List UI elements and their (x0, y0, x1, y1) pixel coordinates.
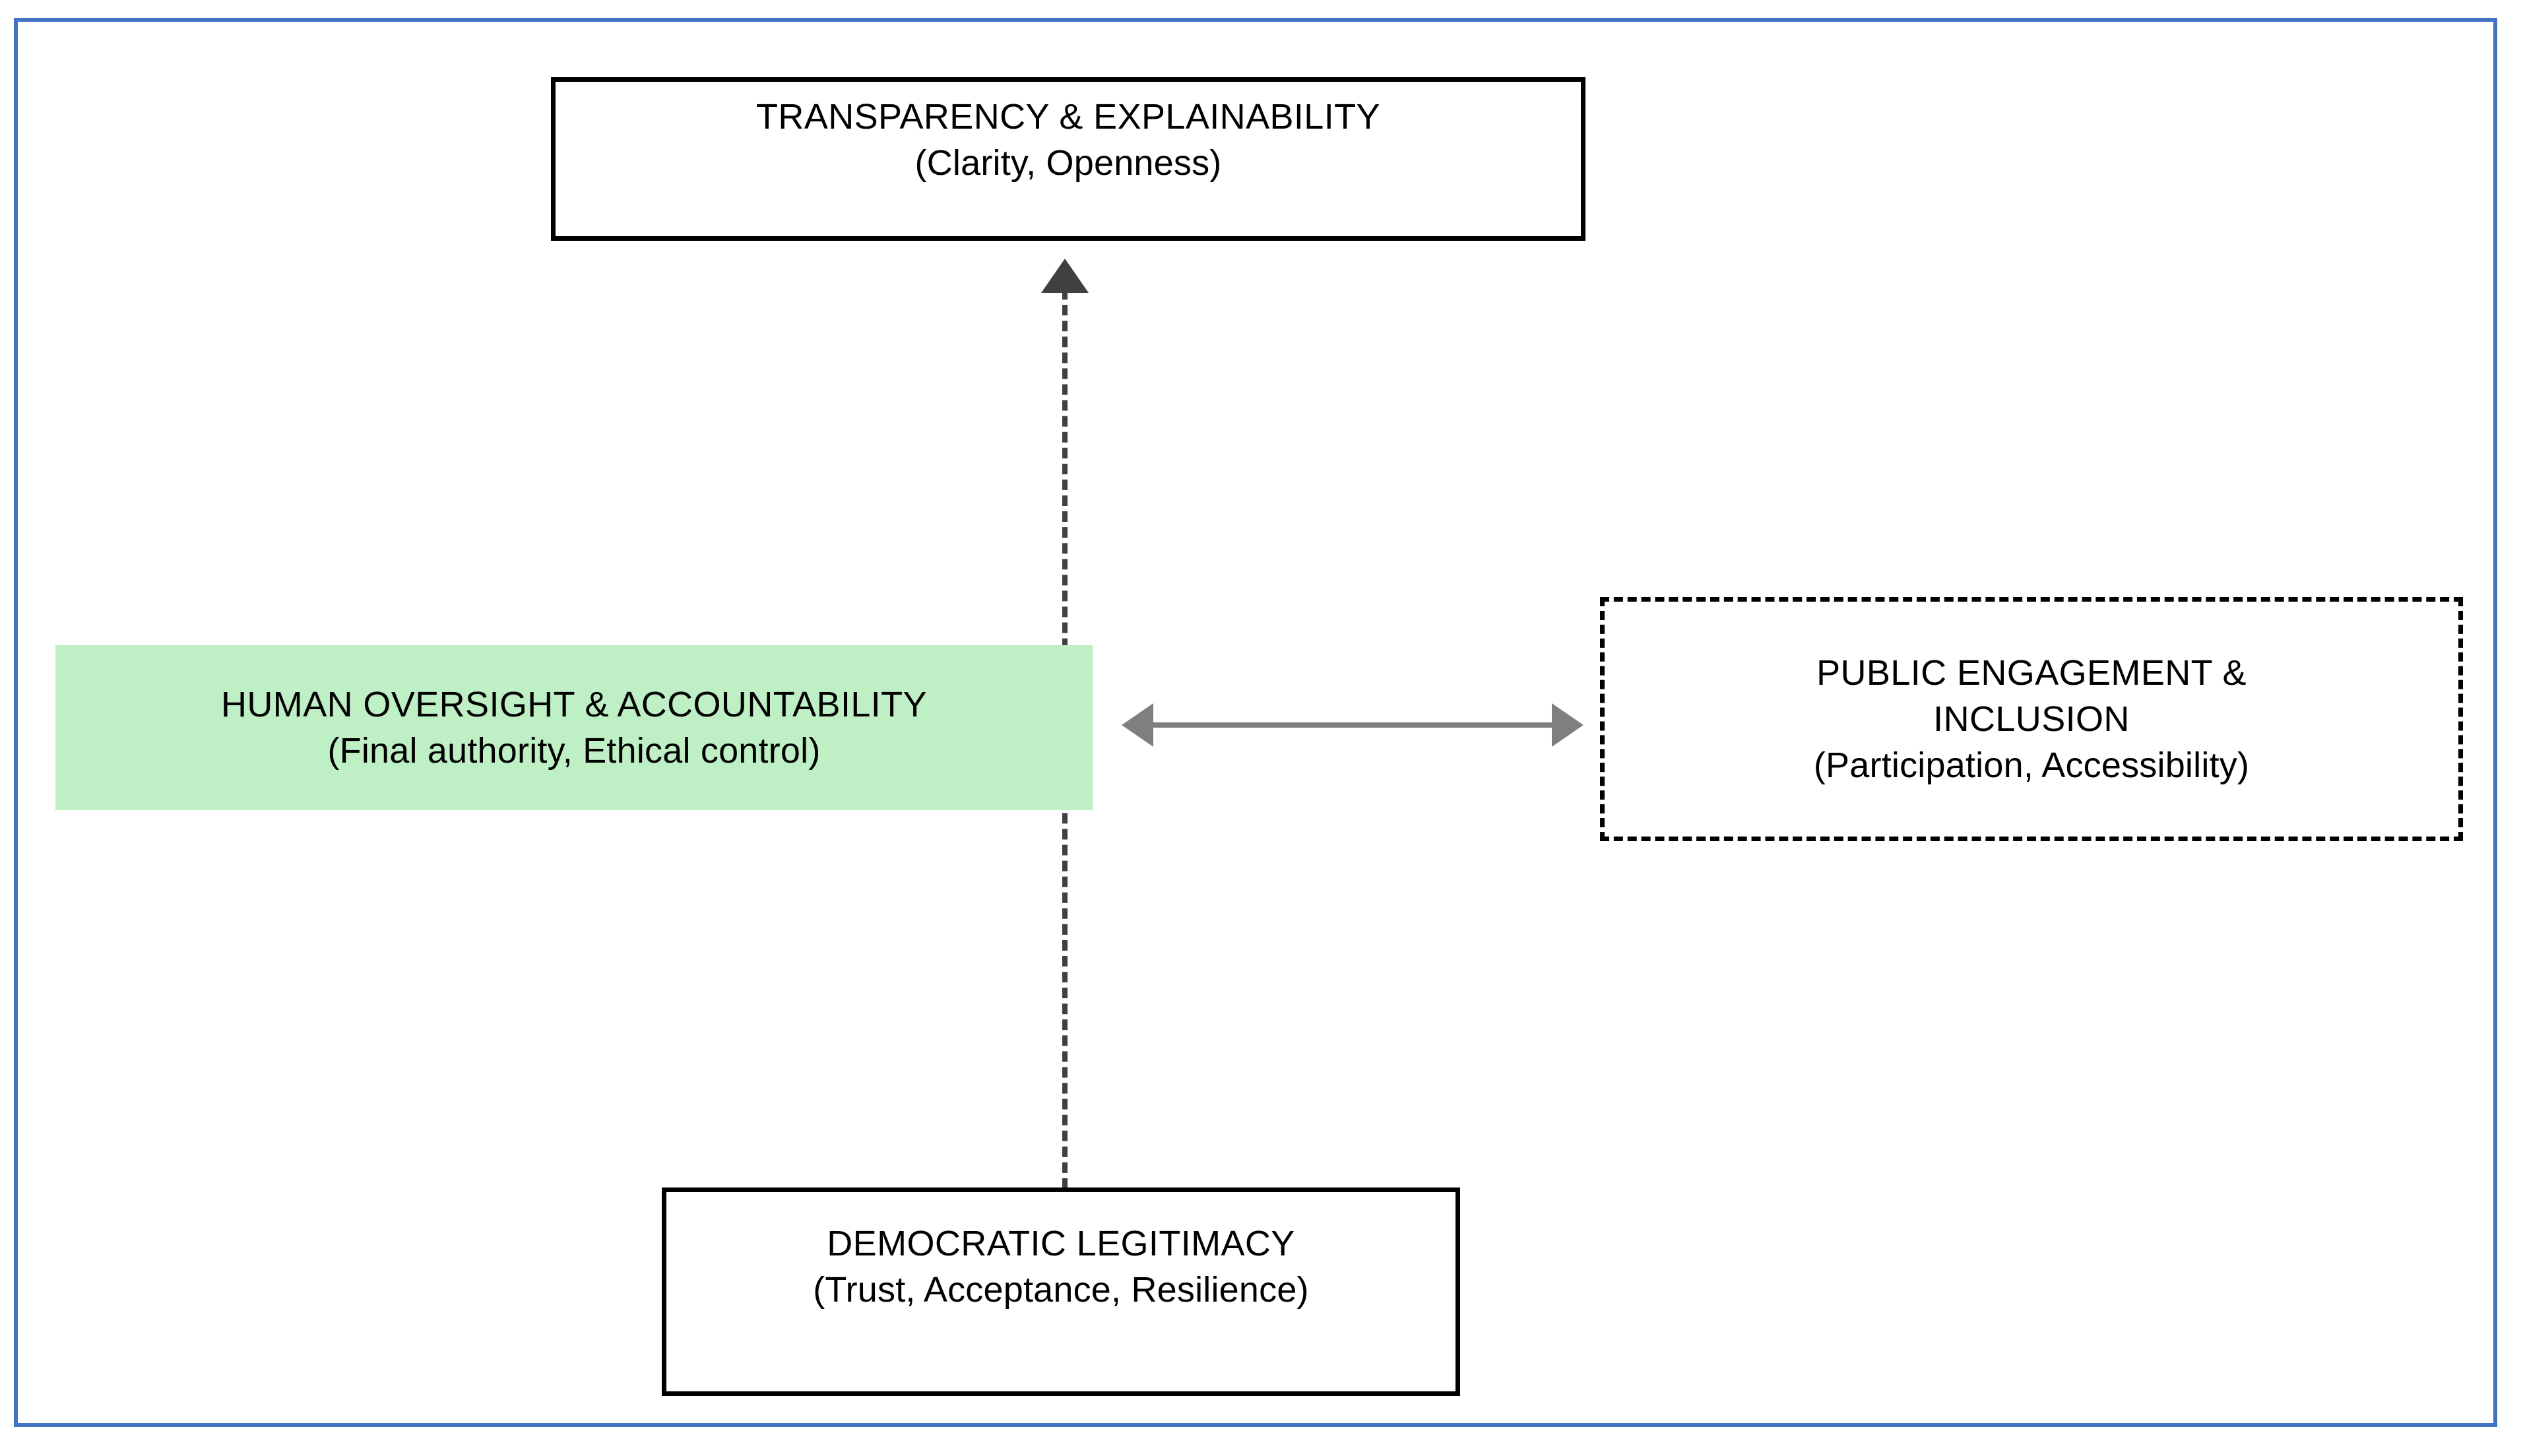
node-public-title-line1: PUBLIC ENGAGEMENT & (1816, 652, 2247, 693)
diagram-outer-frame (14, 18, 2497, 1427)
node-human-oversight-accountability[interactable]: HUMAN OVERSIGHT & ACCOUNTABILITY (Final … (55, 645, 1093, 810)
node-transparency-title: TRANSPARENCY & EXPLAINABILITY (756, 96, 1380, 137)
horizontal-connector-line (1149, 722, 1558, 728)
node-transparency-subtitle: (Clarity, Openness) (914, 143, 1222, 183)
node-transparency-explainability[interactable]: TRANSPARENCY & EXPLAINABILITY (Clarity, … (551, 77, 1585, 241)
node-oversight-title: HUMAN OVERSIGHT & ACCOUNTABILITY (221, 684, 927, 724)
node-democratic-title: DEMOCRATIC LEGITIMACY (827, 1223, 1295, 1263)
node-oversight-subtitle: (Final authority, Ethical control) (327, 731, 821, 771)
arrow-left-icon (1122, 703, 1153, 747)
node-democratic-legitimacy[interactable]: DEMOCRATIC LEGITIMACY (Trust, Acceptance… (662, 1187, 1460, 1396)
node-public-engagement-inclusion[interactable]: PUBLIC ENGAGEMENT & INCLUSION (Participa… (1600, 597, 2463, 841)
arrow-up-icon (1041, 259, 1089, 293)
arrow-right-icon (1552, 703, 1583, 747)
node-public-subtitle: (Participation, Accessibility) (1813, 745, 2250, 786)
node-democratic-subtitle: (Trust, Acceptance, Resilience) (813, 1270, 1309, 1310)
node-public-title-line2: INCLUSION (1933, 699, 2130, 739)
